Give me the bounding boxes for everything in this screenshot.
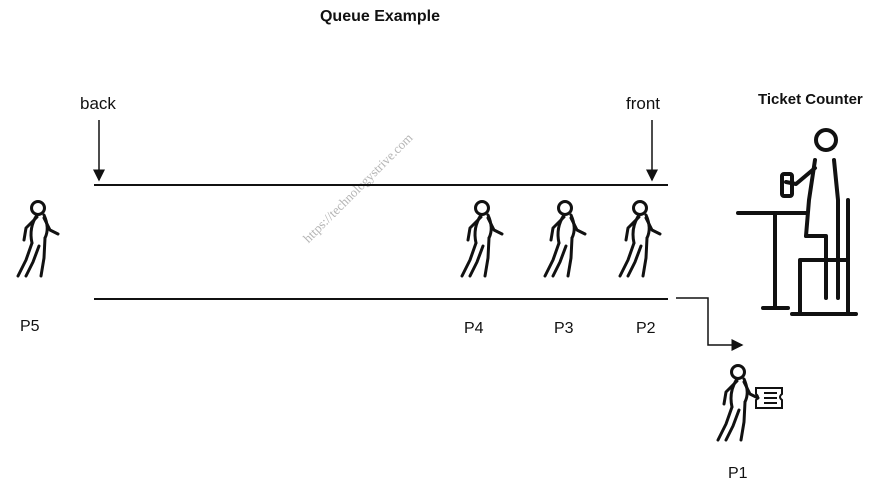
diagram-title: Queue Example <box>319 8 441 25</box>
exit-arrow-icon <box>676 297 744 351</box>
ticket-icon <box>755 387 783 409</box>
front-pointer-label: front <box>626 94 661 113</box>
walking-person-p4-icon <box>460 200 504 278</box>
person-label-p4: P4 <box>464 320 484 337</box>
walking-person-p1-icon <box>716 364 760 442</box>
person-label-p3: P3 <box>554 320 574 337</box>
person-label-p5: P5 <box>20 318 40 335</box>
ticket-counter-label: Ticket Counter <box>758 91 863 108</box>
person-label-p1: P1 <box>728 465 748 482</box>
seated-person-at-desk-icon <box>736 128 858 316</box>
walking-person-p3-icon <box>543 200 587 278</box>
back-pointer-label: back <box>80 94 116 113</box>
person-label-p2: P2 <box>636 320 656 337</box>
walking-person-p5-icon <box>16 200 60 278</box>
walking-person-p2-icon <box>618 200 662 278</box>
